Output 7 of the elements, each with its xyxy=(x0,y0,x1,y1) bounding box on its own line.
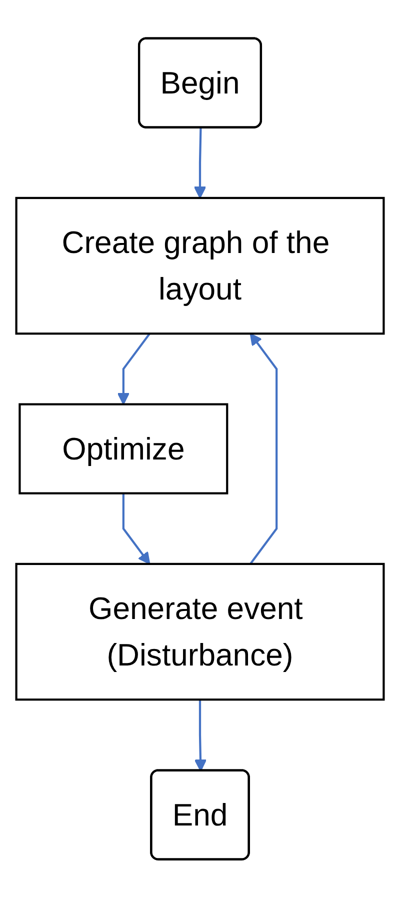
arrow xyxy=(194,128,206,199)
node-box: Optimize xyxy=(18,403,228,495)
arrow xyxy=(117,333,150,406)
node-box: Create graph of the layout xyxy=(15,197,385,335)
node-box: Generate event (Disturbance) xyxy=(15,563,385,701)
arrow xyxy=(250,333,278,565)
arrow xyxy=(122,494,150,565)
